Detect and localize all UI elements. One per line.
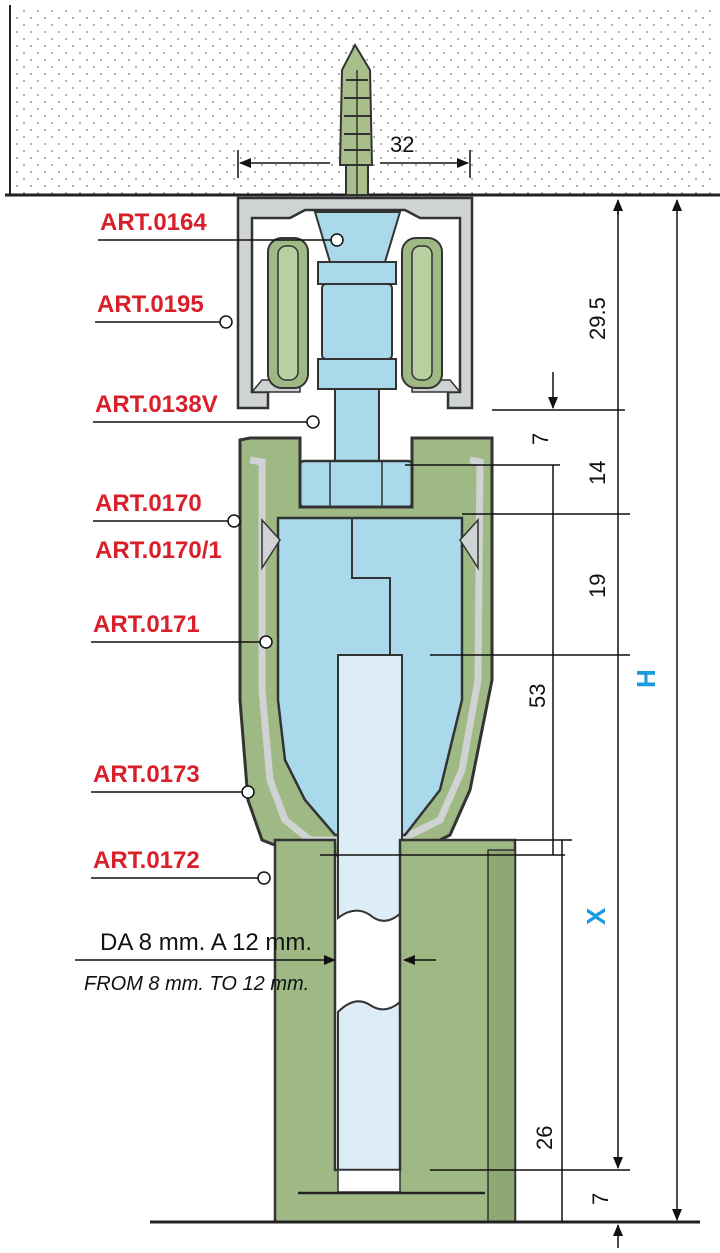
part-label-art-0195: ART.0195: [95, 291, 233, 329]
dim-clamp-upper: 19: [585, 574, 610, 598]
part-code: ART.0172: [93, 847, 200, 874]
part-code-variant: ART.0170/1: [95, 537, 222, 564]
part-label-art-0170: ART.0170 ART.0170/1: [93, 490, 241, 564]
dim-nut: 14: [585, 461, 610, 485]
wall-plug: [338, 42, 374, 210]
track-rollers: [267, 237, 443, 389]
dim-floor-gap: 7: [588, 1193, 613, 1205]
vertical-dimensions: 29.5 7 14 19 53 26 7 H X: [320, 199, 682, 1248]
floor-guide: [150, 838, 700, 1224]
part-code: ART.0138V: [95, 391, 218, 418]
dimension-top-width: 32: [237, 132, 471, 178]
part-label-art-0138v: ART.0138V: [93, 391, 320, 429]
glass-thickness-note: DA 8 mm. A 12 mm. FROM 8 mm. TO 12 mm.: [75, 929, 436, 995]
part-code: ART.0164: [100, 209, 207, 236]
dim-clamp-total: 53: [525, 684, 550, 708]
part-label-art-0172: ART.0172: [91, 847, 271, 885]
part-code: ART.0170: [95, 490, 202, 517]
part-label-art-0164: ART.0164: [98, 209, 344, 247]
dim-track-height: 29.5: [585, 297, 610, 340]
dim-gap: 7: [528, 433, 553, 445]
glass-panel: [337, 654, 403, 1171]
glass-thickness-en: FROM 8 mm. TO 12 mm.: [84, 973, 309, 995]
glass-thickness-it: DA 8 mm. A 12 mm.: [100, 929, 312, 956]
part-code: ART.0195: [97, 291, 204, 318]
dim-guide: 26: [532, 1126, 557, 1150]
part-code: ART.0171: [93, 611, 200, 638]
carriage-bolt: [298, 211, 414, 509]
dim-top-width-label: 32: [390, 132, 414, 157]
axis-label-x: X: [581, 907, 611, 925]
axis-label-h: H: [631, 669, 661, 688]
part-label-art-0171: ART.0171: [91, 611, 273, 649]
part-label-art-0173: ART.0173: [91, 761, 255, 799]
part-labels: ART.0164 ART.0195 ART.0138V ART.0170 ART…: [91, 209, 344, 885]
part-code: ART.0173: [93, 761, 200, 788]
